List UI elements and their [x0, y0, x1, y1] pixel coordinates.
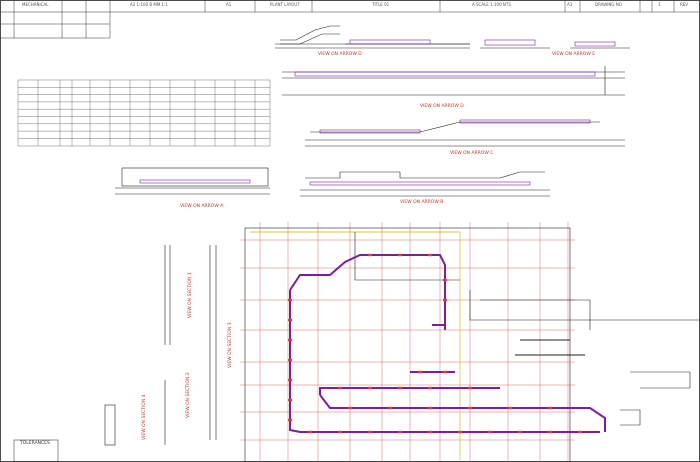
conveyor-marker	[443, 278, 447, 282]
title-block-cell: A3	[567, 2, 573, 7]
view-label: VIEW ON ARROW D	[318, 52, 362, 57]
conveyor-marker	[428, 386, 432, 390]
title-block-grid	[0, 0, 700, 39]
elevation-top-right	[480, 39, 630, 49]
conveyor-marker	[428, 253, 432, 257]
view-label: VIEW ON SECTION 1	[188, 272, 193, 318]
view-label: VIEW ON SECTION 2	[186, 372, 191, 418]
conveyor-marker	[443, 298, 447, 302]
title-block-cell: A2 1:100 B MM 1:1	[130, 2, 168, 7]
conveyor-marker	[398, 386, 402, 390]
conveyor-marker	[578, 430, 582, 434]
legend-box	[13, 439, 59, 462]
conveyor-marker	[398, 430, 402, 434]
view-label: VIEW ON SECTION 3	[228, 322, 233, 368]
title-block-cell: 1	[658, 2, 661, 7]
conveyor-marker	[308, 430, 312, 434]
elevation-top-left	[275, 25, 470, 49]
view-label: VIEW ON ARROW B	[400, 200, 444, 205]
conveyor-marker	[368, 253, 372, 257]
title-block-cell: MECHANICAL	[22, 2, 49, 7]
title-block-cell: DRAWING NO	[595, 2, 622, 7]
elevation-arrow-a	[115, 167, 270, 195]
view-label: VIEW ON ARROW C	[450, 151, 494, 156]
conveyor-marker	[488, 430, 492, 434]
conveyor-marker	[518, 430, 522, 434]
conveyor-marker	[288, 318, 292, 322]
conveyor-marker	[428, 406, 432, 410]
conveyor-marker	[468, 386, 472, 390]
conveyor-marker	[288, 378, 292, 382]
legend-title: TOLERANCES	[20, 441, 50, 446]
conveyor-marker	[288, 338, 292, 342]
conveyor-marker	[548, 406, 552, 410]
conveyor-marker	[468, 406, 472, 410]
conveyor-marker	[398, 253, 402, 257]
view-label: VIEW ON ARROW D	[420, 104, 464, 109]
conveyor-marker	[388, 406, 392, 410]
conveyor-marker	[348, 406, 352, 410]
conveyor-marker	[338, 430, 342, 434]
conveyor-marker	[458, 430, 462, 434]
conveyor-marker	[368, 430, 372, 434]
title-block-cell: REV	[680, 2, 689, 7]
view-label: VIEW ON ARROW E	[552, 52, 596, 57]
section-views	[104, 245, 217, 446]
title-block-cell: A SCALE 1:100 NTS	[472, 2, 511, 7]
title-block-cell: A1	[226, 2, 232, 7]
conveyor-marker	[548, 430, 552, 434]
conveyor-marker	[368, 386, 372, 390]
view-label: VIEW ON SECTION 4	[142, 394, 147, 440]
conveyor-marker	[288, 398, 292, 402]
elevation-arrow-b	[300, 171, 550, 197]
elevation-long	[282, 66, 625, 96]
conveyor-marker	[338, 386, 342, 390]
plan-view	[240, 222, 700, 462]
conveyor-marker	[508, 406, 512, 410]
view-label: VIEW ON ARROW A	[180, 204, 224, 209]
elevation-mid-right	[305, 119, 625, 147]
conveyor-marker	[418, 370, 422, 374]
conveyor-marker	[288, 298, 292, 302]
data-table	[17, 79, 271, 147]
conveyor-marker	[288, 358, 292, 362]
title-block-cell: PLANT LAYOUT	[270, 2, 300, 7]
conveyor-marker	[443, 370, 447, 374]
conveyor-marker	[288, 418, 292, 422]
title-block-cell: TITLE 01	[372, 2, 390, 7]
conveyor-marker	[428, 430, 432, 434]
